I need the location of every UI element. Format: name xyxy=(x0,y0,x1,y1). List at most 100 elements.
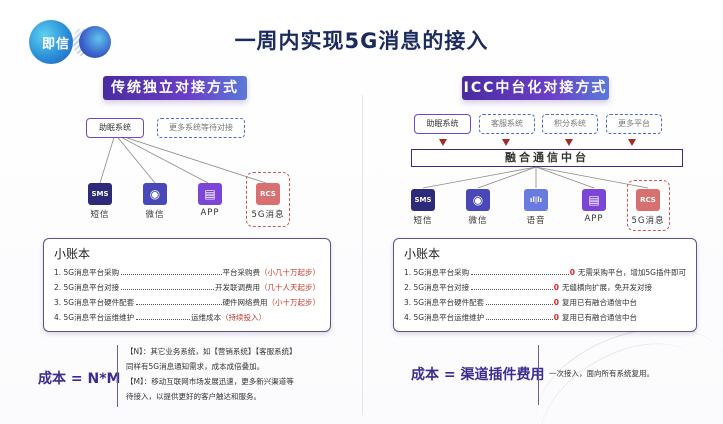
note-line: 待接入，以提供更好的客户触达和服务。 xyxy=(126,392,261,401)
ledger-note: （小十万起步） xyxy=(267,298,321,307)
channel-label: 短信 xyxy=(413,216,433,226)
ledger-item: 3. 5G消息平台硬件配套 xyxy=(404,298,485,307)
channel-wechat: ◉ 微信 xyxy=(135,183,175,220)
voice-wave-icon: ıl|lı xyxy=(524,189,548,211)
left-ledger: 小账本 1. 5G消息平台采购 平台采购费 （小几十万起步） 2. 5G消息平台… xyxy=(43,238,331,332)
system-box-points: 积分系统 xyxy=(542,114,598,134)
leader-dots xyxy=(486,310,553,320)
channel-voice: ıl|lı 语音 xyxy=(516,189,556,226)
ledger-value: 硬件网络费用 xyxy=(222,298,268,307)
channel-app: ▤ APP xyxy=(190,183,230,218)
ledger-item: 4. 5G消息平台运维维护 xyxy=(54,313,135,322)
ledger-row: 1. 5G消息平台采购 0 无需采购平台，增加5G插件即可 xyxy=(404,265,686,280)
system-box-customer-service: 客服系统 xyxy=(479,114,535,134)
ledger-value: 复用已有融合通信中台 xyxy=(562,313,637,322)
leader-dots xyxy=(136,295,222,305)
channel-5g-message: RCS 5G消息 xyxy=(248,183,288,220)
ledger-zero: 0 xyxy=(553,283,559,292)
right-ledger: 小账本 1. 5G消息平台采购 0 无需采购平台，增加5G插件即可 2. 5G消… xyxy=(393,238,697,332)
ledger-item: 1. 5G消息平台采购 xyxy=(54,268,120,277)
channel-sms: SMS 短信 xyxy=(403,189,443,226)
leader-dots xyxy=(121,280,214,290)
logo-orb-icon xyxy=(79,26,111,58)
system-box-more: 更多系统等待对接 xyxy=(157,118,245,138)
ledger-value: 开发联调费用 xyxy=(215,283,260,292)
ledger-value: 运维成本 xyxy=(191,313,222,322)
ledger-row: 2. 5G消息平台对接 开发联调费用 （几十人天起步） xyxy=(54,280,320,295)
arrow-down-icon xyxy=(502,139,510,146)
channel-label: 5G消息 xyxy=(631,216,665,226)
app-icon: ▤ xyxy=(582,189,606,211)
channel-label: 微信 xyxy=(145,210,165,220)
system-box-sleep: 助眠系统 xyxy=(414,114,471,134)
ledger-zero: 0 xyxy=(569,268,575,277)
left-section-title: 传统独立对接方式 xyxy=(103,76,247,100)
arrow-down-icon xyxy=(565,139,573,146)
right-section-title: ICC中台化对接方式 xyxy=(462,76,609,100)
channel-label: 微信 xyxy=(468,216,488,226)
ledger-row: 4. 5G消息平台运维维护 0 复用已有融合通信中台 xyxy=(404,310,686,325)
ledger-row: 1. 5G消息平台采购 平台采购费 （小几十万起步） xyxy=(54,265,320,280)
ledger-row: 4. 5G消息平台运维维护 运维成本 （持续投入） xyxy=(54,310,320,325)
ledger-item: 4. 5G消息平台运维维护 xyxy=(404,313,485,322)
ledger-value: 复用已有融合通信中台 xyxy=(562,298,637,307)
channel-label: APP xyxy=(584,214,604,224)
ledger-note: （几十人天起步） xyxy=(260,283,320,292)
leader-dots xyxy=(136,310,191,320)
ledger-row: 3. 5G消息平台硬件配套 0 复用已有融合通信中台 xyxy=(404,295,686,310)
ledger-title: 小账本 xyxy=(54,247,91,261)
ledger-title: 小账本 xyxy=(404,247,441,261)
right-cost-note: 一次接入，面向所有系统复用。 xyxy=(549,369,654,378)
left-cost-notes: 【N】：其它业务系统，如【营销系统】【客服系统】 同样有5G消息通知需求，成本成… xyxy=(126,344,358,404)
rcs-icon: RCS xyxy=(256,183,280,205)
note-line: 【M】：移动互联网市场发展迅速，更多新兴渠道等 xyxy=(126,377,294,386)
channel-sms: SMS 短信 xyxy=(80,183,120,220)
leader-dots xyxy=(471,265,569,275)
page-title: 一周内实现5G消息的接入 xyxy=(234,29,489,53)
channel-label: 短信 xyxy=(90,210,110,220)
ledger-item: 2. 5G消息平台对接 xyxy=(404,283,470,292)
ledger-value: 无缝横向扩展，免开发对接 xyxy=(562,283,652,292)
channel-label: 5G消息 xyxy=(251,210,285,220)
ledger-note: （小几十万起步） xyxy=(260,268,320,277)
channel-label: APP xyxy=(200,208,220,218)
leader-dots xyxy=(486,295,553,305)
channel-label: 语音 xyxy=(526,216,546,226)
logo-text: 即信 xyxy=(42,37,71,52)
leader-dots xyxy=(471,280,553,290)
ledger-row: 2. 5G消息平台对接 0 无缝横向扩展，免开发对接 xyxy=(404,280,686,295)
ledger-value: 无需采购平台，增加5G插件即可 xyxy=(577,268,686,277)
logo: 即信 xyxy=(29,20,111,64)
note-line: 【N】：其它业务系统，如【营销系统】【客服系统】 xyxy=(126,347,297,356)
ledger-item: 2. 5G消息平台对接 xyxy=(54,283,120,292)
ledger-item: 3. 5G消息平台硬件配套 xyxy=(54,298,135,307)
sms-icon: SMS xyxy=(88,183,112,205)
channel-app: ▤ APP xyxy=(574,189,614,224)
arrow-down-icon xyxy=(439,139,447,146)
formula-divider xyxy=(538,345,539,405)
wechat-icon: ◉ xyxy=(143,183,167,205)
ledger-zero: 0 xyxy=(553,298,559,307)
center-divider xyxy=(362,95,363,415)
ledger-value: 平台采购费 xyxy=(222,268,261,277)
rcs-highlight-frame xyxy=(246,172,290,227)
arrow-down-icon xyxy=(628,139,636,146)
channel-wechat: ◉ 微信 xyxy=(458,189,498,226)
ledger-note: （持续投入） xyxy=(221,313,267,322)
sms-icon: SMS xyxy=(411,189,435,211)
channel-5g-message: RCS 5G消息 xyxy=(628,189,668,226)
logo-circle-icon xyxy=(29,20,73,64)
rcs-icon: RCS xyxy=(636,189,660,211)
rcs-highlight-frame xyxy=(627,180,670,231)
right-cost-formula: 成本 = 渠道插件费用 xyxy=(411,367,545,383)
ledger-zero: 0 xyxy=(553,313,559,322)
note-line: 同样有5G消息通知需求，成本成倍叠加。 xyxy=(126,362,265,371)
leader-dots xyxy=(121,265,222,275)
app-icon: ▤ xyxy=(198,183,222,205)
converged-communication-hub: 融合通信中台 xyxy=(411,149,683,167)
formula-divider xyxy=(117,345,118,407)
left-cost-formula: 成本 = N*M xyxy=(38,371,121,387)
system-box-sleep: 助眠系统 xyxy=(86,118,144,138)
wechat-icon: ◉ xyxy=(466,189,490,211)
